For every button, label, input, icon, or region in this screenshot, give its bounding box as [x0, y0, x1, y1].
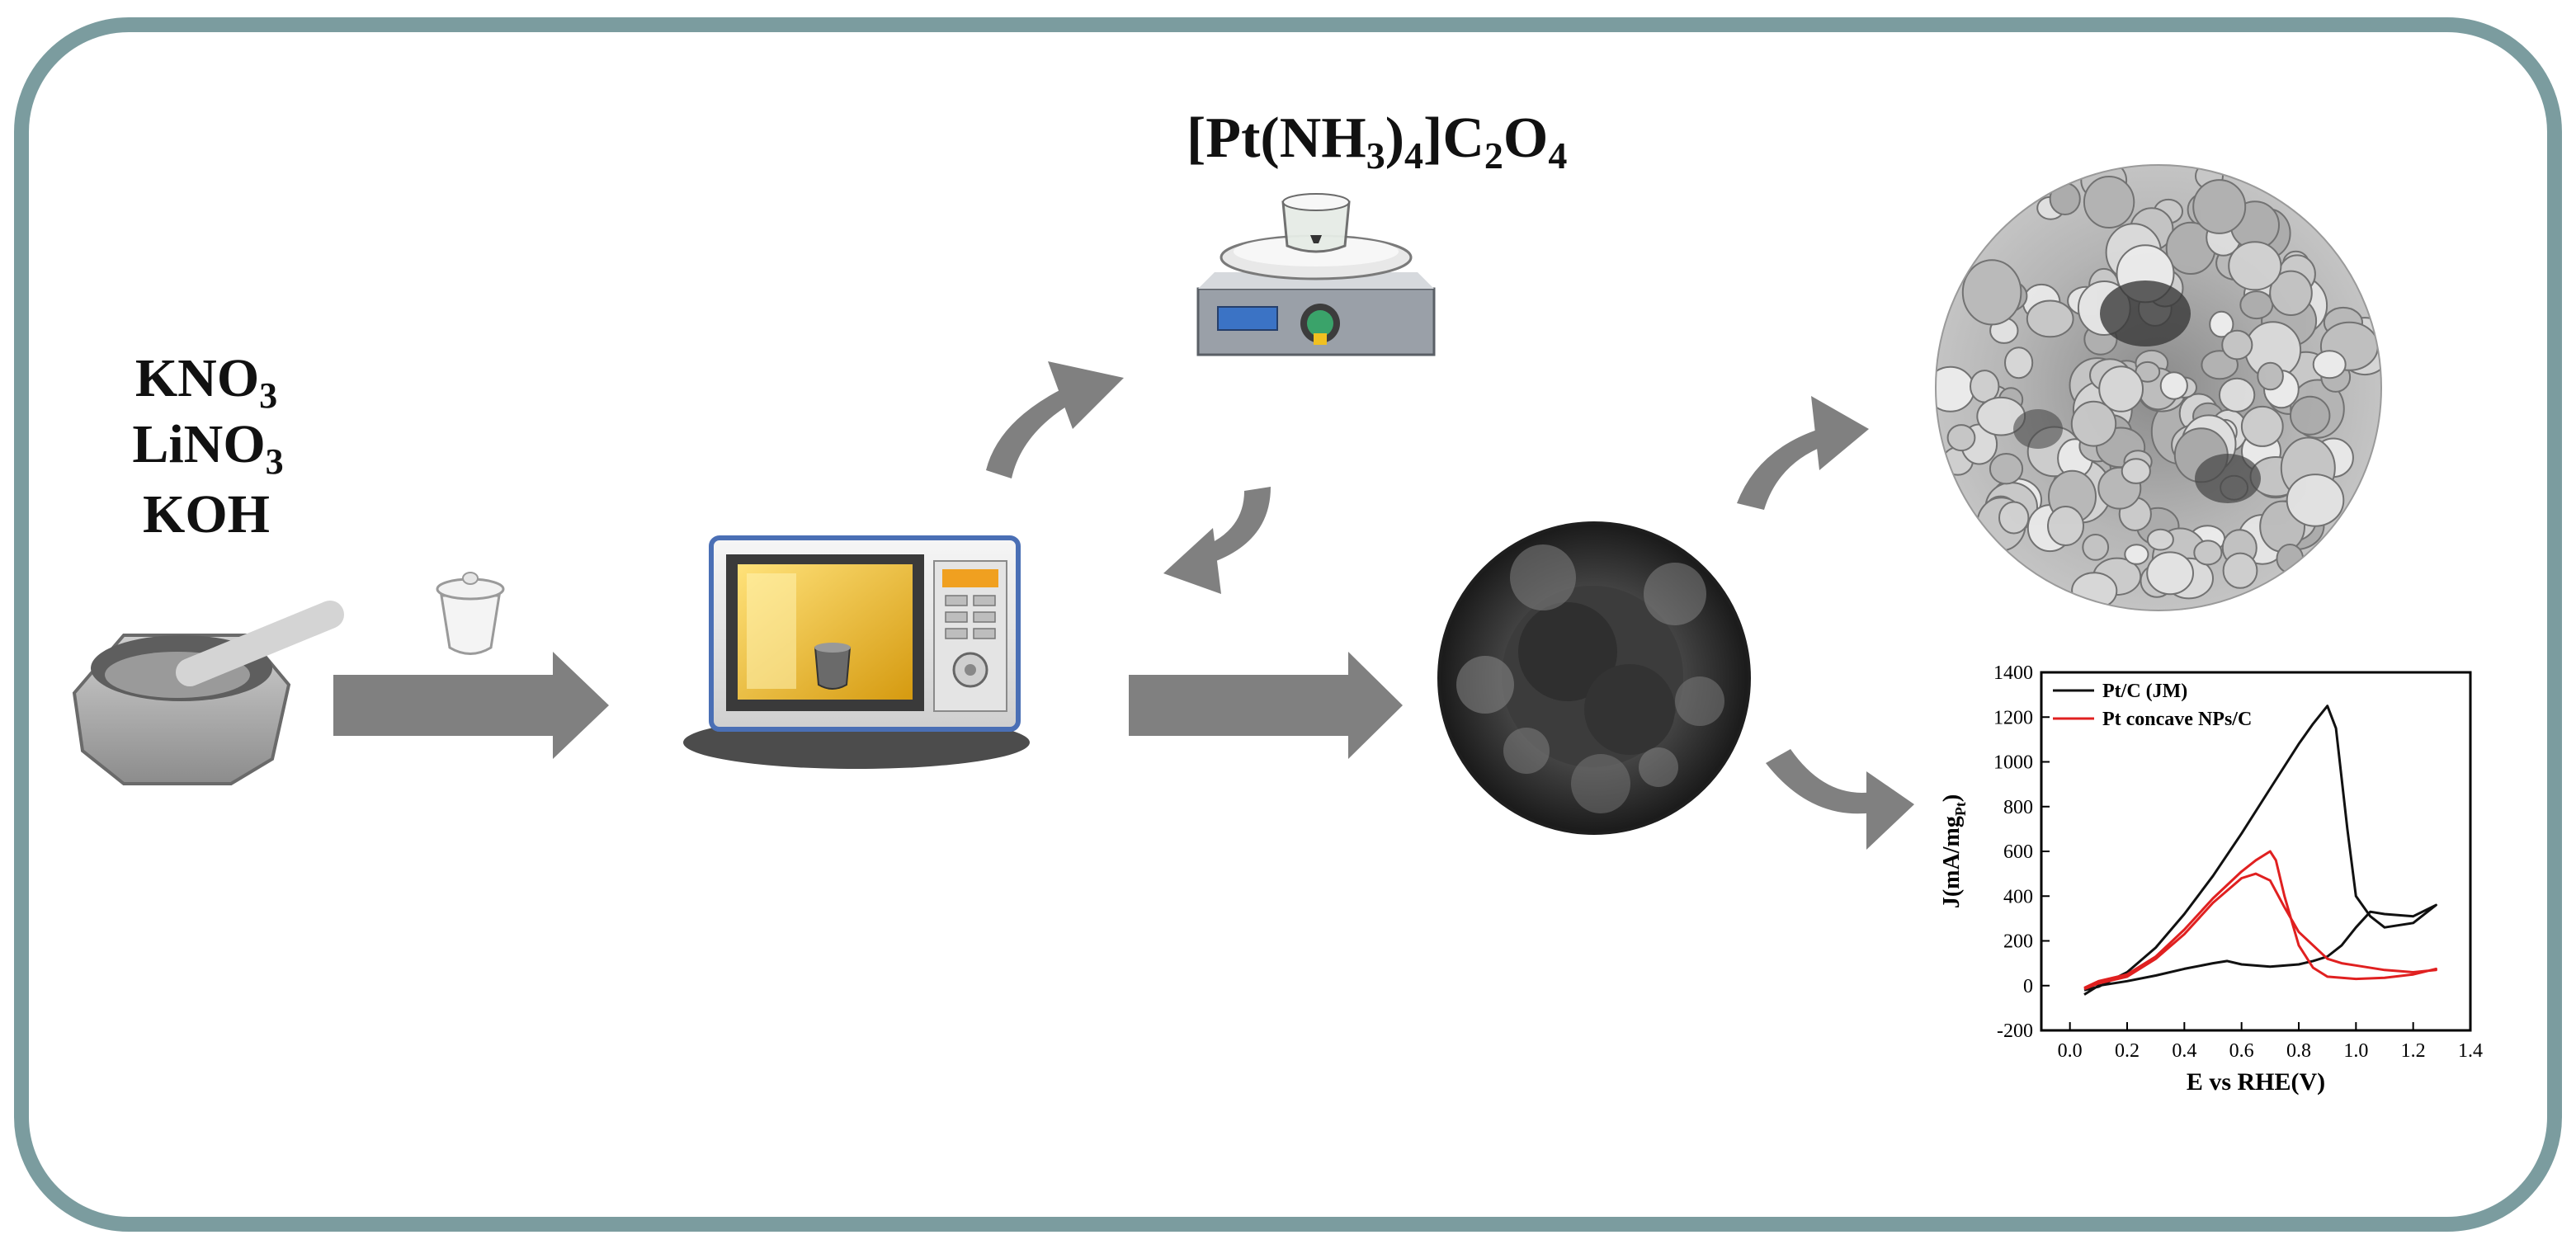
- hot-plate-stirrer-icon: [1196, 193, 1436, 356]
- reagent-lino3: LiNO3: [132, 414, 283, 482]
- curved-arrow-to-chart: [1766, 749, 1914, 850]
- tem-micrograph-image: [1439, 523, 1749, 833]
- sem-particle: [2121, 458, 2151, 484]
- sem-particle: [2098, 365, 2144, 412]
- y-tick-label: 1200: [1993, 707, 2033, 728]
- sem-particle: [1989, 453, 2024, 485]
- sem-particle: [2240, 405, 2284, 447]
- arrow-to-microwave: [333, 652, 609, 759]
- outer-frame: [14, 17, 2562, 1232]
- sem-micrograph-image: [1936, 165, 2381, 610]
- sem-particle: [2218, 377, 2256, 412]
- sem-particle: [2004, 346, 2034, 379]
- sem-particle: [2082, 534, 2110, 561]
- sem-particle: [2192, 179, 2247, 234]
- microwave-oven-icon: [683, 535, 1030, 769]
- reagent-koh: KOH: [143, 484, 270, 544]
- sem-particle: [2312, 350, 2347, 379]
- sem-particle: [2193, 540, 2223, 566]
- sem-particle: [2146, 528, 2174, 551]
- sem-particle: [2201, 350, 2239, 380]
- sem-particle: [2026, 299, 2074, 338]
- y-tick-label: -200: [1997, 1020, 2033, 1042]
- sem-particle: [2159, 371, 2188, 400]
- sem-particle: [2083, 176, 2135, 229]
- sem-particle: [2239, 290, 2274, 320]
- x-tick-label: 0.6: [2229, 1040, 2254, 1062]
- sem-particle: [2124, 544, 2149, 565]
- x-tick-label: 1.4: [2458, 1040, 2483, 1062]
- arrow-to-tem: [1129, 652, 1403, 759]
- y-tick-label: 1000: [1993, 752, 2033, 774]
- crucible-icon: [436, 572, 505, 655]
- curved-arrow-up: [986, 361, 1124, 478]
- y-tick-label: 200: [2003, 931, 2033, 953]
- x-axis-label: E vs RHE(V): [2187, 1068, 2325, 1096]
- sem-particle: [1998, 501, 2030, 535]
- series-line-2: [2083, 850, 2437, 991]
- legend-label: Pt concave NPs/C: [2102, 709, 2252, 730]
- sem-particle: [2209, 310, 2234, 338]
- mortar-pestle-icon: [72, 601, 344, 785]
- x-tick-label: 0.0: [2058, 1040, 2083, 1062]
- x-tick-label: 0.2: [2115, 1040, 2140, 1062]
- reagent-kno3: KNO3: [135, 348, 277, 416]
- reagent-list: KNO3 LiNO3 KOH: [132, 348, 283, 544]
- y-axis-label: J(mA/mgPt): [1939, 794, 1969, 908]
- x-tick-label: 1.0: [2343, 1040, 2368, 1062]
- sem-particle: [2070, 400, 2117, 447]
- sem-particle: [2286, 474, 2345, 527]
- sem-particle: [2222, 552, 2258, 589]
- sem-particle: [2146, 551, 2195, 596]
- x-tick-label: 1.2: [2401, 1040, 2426, 1062]
- y-tick-label: 400: [2003, 886, 2033, 907]
- curved-arrow-down: [1163, 487, 1271, 594]
- sem-particle: [2221, 329, 2253, 361]
- series-line-1: [2083, 705, 2437, 996]
- x-tick-label: 0.4: [2172, 1040, 2196, 1062]
- y-tick-label: 800: [2003, 797, 2033, 818]
- legend-label: Pt/C (JM): [2102, 681, 2187, 702]
- y-tick-label: 1400: [1993, 662, 2033, 684]
- sem-particle: [1946, 424, 1976, 452]
- sem-particle: [2290, 395, 2331, 436]
- x-tick-label: 0.8: [2286, 1040, 2311, 1062]
- sem-particle: [2047, 506, 2084, 546]
- precursor-formula: [Pt(NH3)4]C2O4: [1187, 106, 1567, 177]
- y-tick-label: 0: [2023, 976, 2033, 997]
- sem-particle: [1961, 259, 2022, 326]
- y-tick-label: 600: [2003, 841, 2033, 863]
- sem-particle: [2228, 241, 2282, 291]
- curved-arrow-to-sem: [1737, 396, 1869, 510]
- cv-chart: 0.0 0.2 0.4 0.6 0.8 1.0 1.2 1.4 -200 0 200 400 600 80…: [1939, 662, 2483, 1096]
- sem-particle: [2269, 270, 2313, 316]
- sem-particle: [2257, 361, 2284, 391]
